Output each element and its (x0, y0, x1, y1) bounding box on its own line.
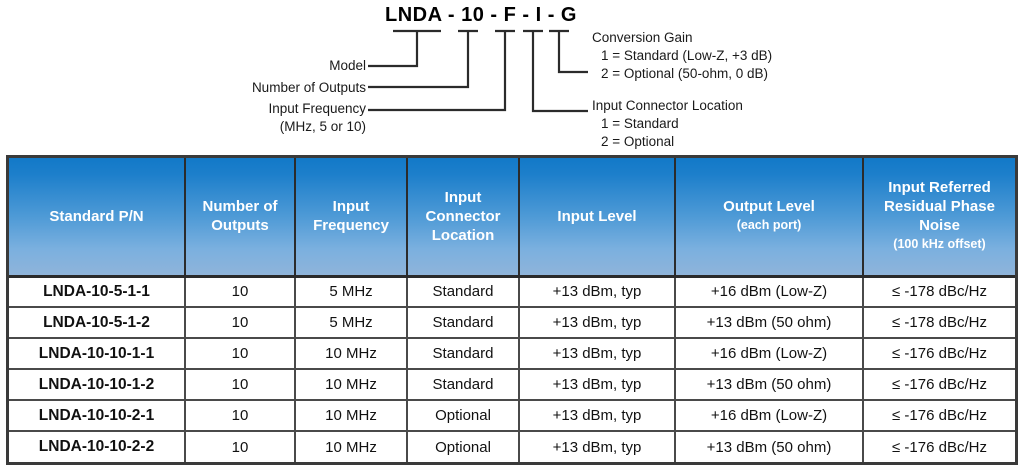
column-header-input-frequency: Input Frequency (295, 158, 408, 276)
cell-number-of-outputs: 10 (185, 337, 296, 369)
cell-output-level: +16 dBm (Low-Z) (675, 399, 864, 431)
cell-standard-pn: LNDA-10-10-2-1 (9, 399, 186, 431)
column-header-phase-noise: Input Referred Residual Phase Noise (100… (863, 158, 1015, 276)
diagram-label-number-of-outputs: Number of Outputs (251, 80, 366, 95)
cell-phase-noise: ≤ -178 dBc/Hz (863, 306, 1015, 338)
cell-input-frequency: 5 MHz (295, 274, 408, 307)
cell-output-level: +16 dBm (Low-Z) (675, 337, 864, 369)
cell-standard-pn: LNDA-10-10-1-1 (9, 337, 186, 369)
leader-lines (368, 29, 588, 113)
cell-input-connector-location: Optional (407, 399, 520, 431)
cell-standard-pn: LNDA-10-5-1-2 (9, 306, 186, 338)
column-header-sub: (100 kHz offset) (893, 237, 986, 252)
cell-input-level: +13 dBm, typ (519, 306, 676, 338)
cell-phase-noise: ≤ -178 dBc/Hz (863, 274, 1015, 307)
diagram-label-input-connector-option-2: 2 = Optional (601, 134, 675, 149)
cell-input-connector-location: Standard (407, 306, 520, 338)
cell-number-of-outputs: 10 (185, 274, 296, 307)
cell-input-connector-location: Optional (407, 430, 520, 462)
cell-standard-pn: LNDA-10-10-2-2 (9, 430, 186, 462)
cell-phase-noise: ≤ -176 dBc/Hz (863, 337, 1015, 369)
cell-output-level: +13 dBm (50 ohm) (675, 430, 864, 462)
cell-input-level: +13 dBm, typ (519, 430, 676, 462)
table-header-row: Standard P/N Number of Outputs Input Fre… (9, 158, 1015, 276)
cell-phase-noise: ≤ -176 dBc/Hz (863, 399, 1015, 431)
column-header-sub: (each port) (736, 218, 802, 233)
column-header-main: Standard P/N (49, 207, 144, 225)
cell-phase-noise: ≤ -176 dBc/Hz (863, 368, 1015, 400)
diagram-label-conversion-gain-option-1: 1 = Standard (Low-Z, +3 dB) (601, 48, 773, 63)
cell-number-of-outputs: 10 (185, 430, 296, 462)
part-number-code: LNDA - 10 - F - I - G (385, 4, 577, 26)
cell-input-frequency: 5 MHz (295, 306, 408, 338)
cell-input-connector-location: Standard (407, 337, 520, 369)
column-header-main: Input Referred Residual Phase Noise (884, 179, 995, 235)
diagram-label-input-connector-option-1: 1 = Standard (601, 116, 679, 131)
column-header-input-level: Input Level (519, 158, 676, 276)
diagram-label-input-frequency-note: (MHz, 5 or 10) (279, 119, 366, 134)
diagram-label-conversion-gain-option-2: 2 = Optional (50-ohm, 0 dB) (601, 66, 768, 81)
cell-standard-pn: LNDA-10-5-1-1 (9, 274, 186, 307)
diagram-label-input-frequency: Input Frequency (268, 101, 366, 116)
cell-input-level: +13 dBm, typ (519, 368, 676, 400)
column-header-main: Input Frequency (313, 198, 389, 235)
part-number-breakdown-diagram: LNDA - 10 - F - I - G Model Number of Ou… (0, 0, 1024, 152)
cell-input-connector-location: Standard (407, 368, 520, 400)
column-header-output-level: Output Level (each port) (675, 158, 864, 276)
specification-table-container: Standard P/N Number of Outputs Input Fre… (6, 155, 1018, 465)
column-header-main: Number of Outputs (202, 198, 278, 235)
cell-input-level: +13 dBm, typ (519, 337, 676, 369)
cell-input-connector-location: Standard (407, 274, 520, 307)
diagram-label-input-connector-title: Input Connector Location (592, 98, 743, 113)
table-header: Standard P/N Number of Outputs Input Fre… (9, 158, 1015, 276)
cell-output-level: +13 dBm (50 ohm) (675, 368, 864, 400)
column-header-standard-pn: Standard P/N (9, 158, 186, 276)
cell-input-frequency: 10 MHz (295, 337, 408, 369)
cell-number-of-outputs: 10 (185, 306, 296, 338)
column-header-number-of-outputs: Number of Outputs (185, 158, 296, 276)
cell-number-of-outputs: 10 (185, 368, 296, 400)
cell-output-level: +16 dBm (Low-Z) (675, 274, 864, 307)
cell-input-frequency: 10 MHz (295, 430, 408, 462)
cell-input-level: +13 dBm, typ (519, 274, 676, 307)
cell-standard-pn: LNDA-10-10-1-2 (9, 368, 186, 400)
cell-output-level: +13 dBm (50 ohm) (675, 306, 864, 338)
column-header-main: Output Level (723, 198, 815, 216)
diagram-label-model: Model (329, 58, 366, 73)
cell-phase-noise: ≤ -176 dBc/Hz (863, 430, 1015, 462)
cell-number-of-outputs: 10 (185, 399, 296, 431)
cell-input-level: +13 dBm, typ (519, 399, 676, 431)
cell-input-frequency: 10 MHz (295, 368, 408, 400)
column-header-main: Input Connector Location (425, 188, 501, 244)
cell-input-frequency: 10 MHz (295, 399, 408, 431)
column-header-input-connector-location: Input Connector Location (407, 158, 520, 276)
column-header-main: Input Level (557, 207, 637, 225)
diagram-label-conversion-gain-title: Conversion Gain (592, 30, 693, 45)
specification-table: Standard P/N Number of Outputs Input Fre… (9, 158, 1015, 462)
